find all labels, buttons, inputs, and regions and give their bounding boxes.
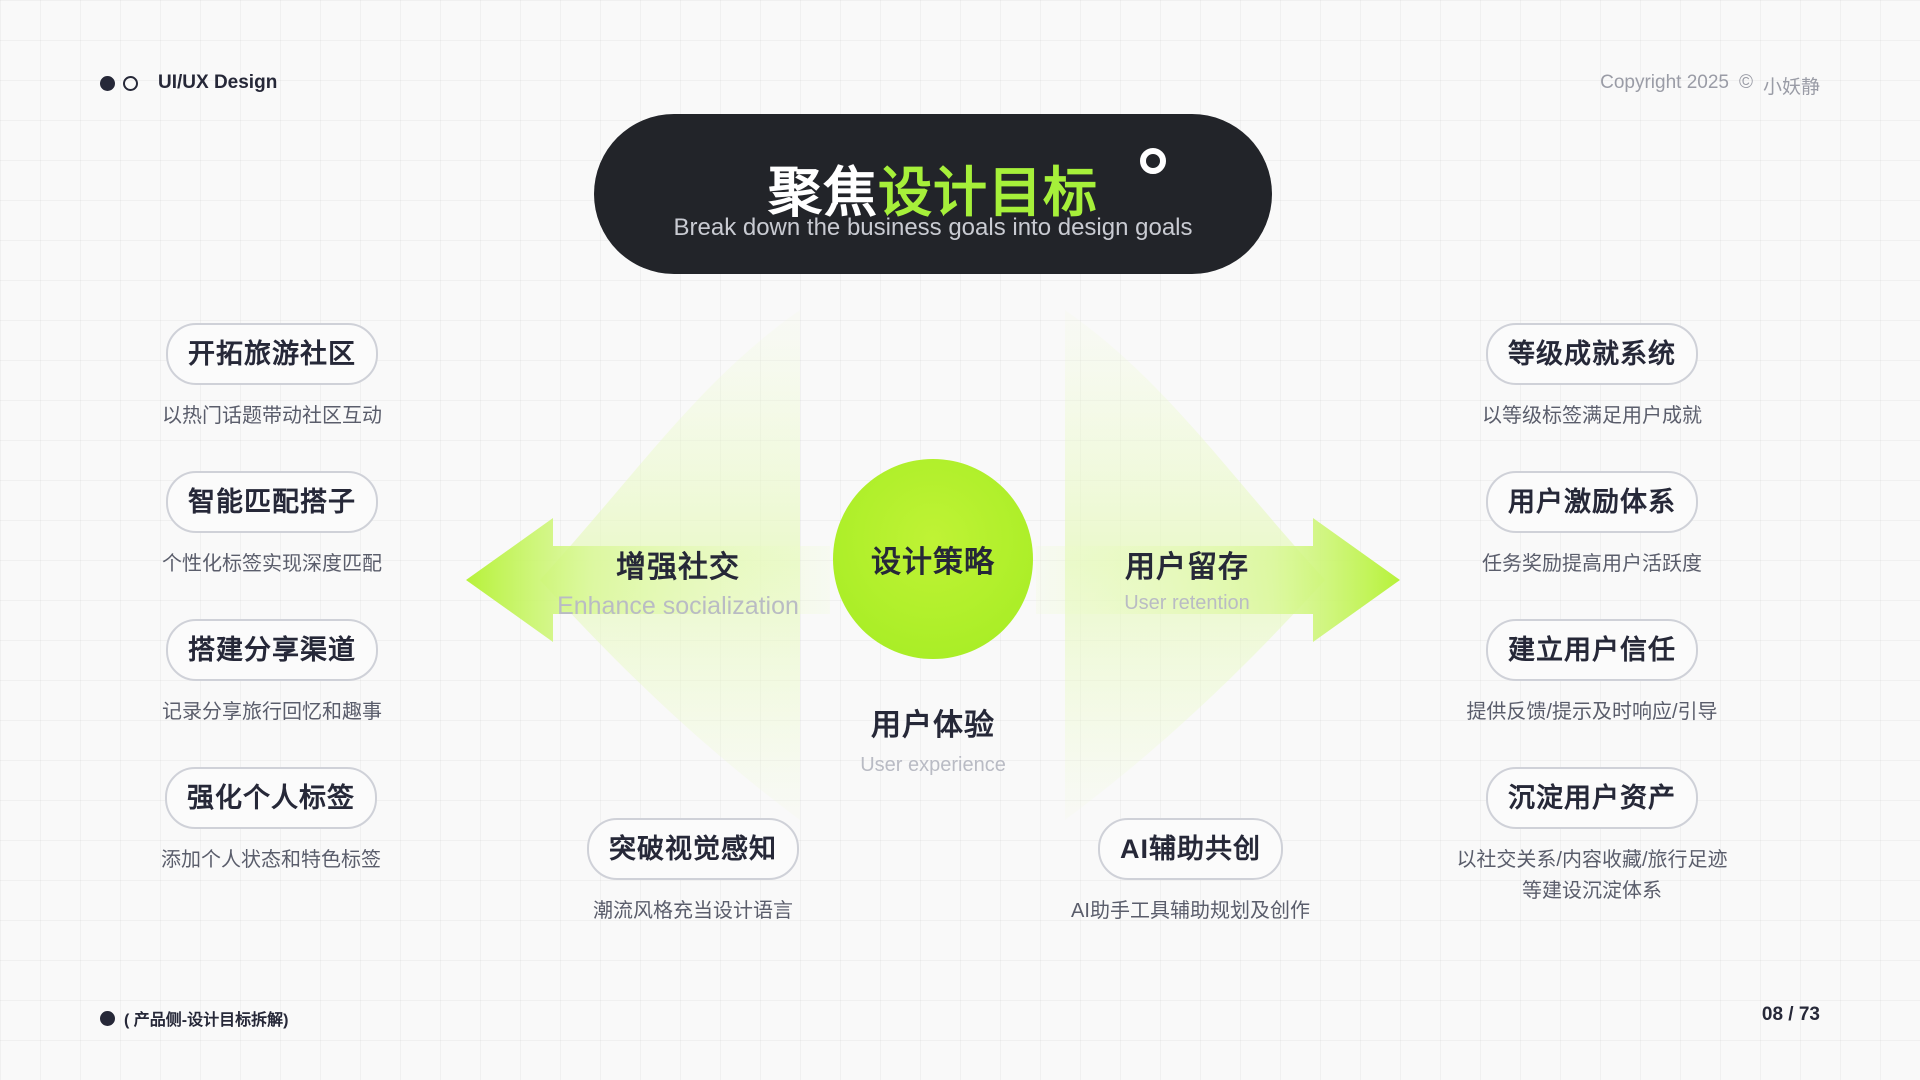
user-retention-label: 用户留存 User retention [1067, 542, 1307, 615]
enhance-social-cn: 增强社交 [616, 551, 740, 584]
item-title-pill: 智能匹配搭子 [166, 471, 378, 533]
right-arrow-shape [1036, 518, 1400, 642]
filled-dot-icon [100, 75, 115, 91]
strategy-arrows-graphic [466, 310, 1400, 820]
page-title: 聚焦设计目标 [594, 148, 1272, 227]
item-title-pill: 开拓旅游社区 [166, 323, 378, 385]
ring-dot-icon [123, 75, 138, 91]
section-label: ( 产品侧-设计目标拆解) [124, 1012, 289, 1029]
page-number: 08 / 73 [1761, 1004, 1820, 1025]
user-experience-en: User experience [860, 754, 1006, 776]
item-desc: AI助手工具辅助规划及创作 [1071, 900, 1310, 922]
degree-ring-icon [1140, 148, 1166, 174]
item-title-pill: AI辅助共创 [1098, 818, 1283, 880]
section-footer: ( 产品侧-设计目标拆解) [100, 1006, 288, 1030]
copyright-text: Copyright 2025 [1600, 72, 1729, 93]
user-retention-en: User retention [1124, 592, 1250, 614]
core-strategy-circle: 设计策略 [833, 459, 1033, 659]
title-white-part: 聚焦 [768, 163, 878, 223]
item-title-pill: 搭建分享渠道 [166, 619, 378, 681]
filled-dot-icon [100, 1010, 115, 1026]
bottom-item: AI辅助共创 AI助手工具辅助规划及创作 [1048, 818, 1333, 927]
right-item: 用户激励体系 任务奖励提高用户活跃度 [1462, 471, 1722, 580]
item-title-pill: 建立用户信任 [1486, 619, 1698, 681]
item-desc: 以社交关系/内容收藏/旅行足迹等建设沉淀体系 [1456, 849, 1728, 902]
left-item: 智能匹配搭子 个性化标签实现深度匹配 [142, 471, 402, 580]
user-experience-cn: 用户体验 [871, 709, 995, 742]
item-desc: 潮流风格充当设计语言 [593, 900, 793, 922]
enhance-social-en: Enhance socialization [557, 592, 799, 620]
item-title-pill: 等级成就系统 [1486, 323, 1698, 385]
left-item: 强化个人标签 添加个人状态和特色标签 [141, 767, 401, 876]
brand-name: UI/UX Design [158, 72, 278, 93]
item-title-pill: 用户激励体系 [1486, 471, 1698, 533]
item-title-pill: 突破视觉感知 [587, 818, 799, 880]
brand: UI/UX Design [100, 72, 277, 94]
user-experience-label: 用户体验 User experience [813, 700, 1053, 777]
bottom-item: 突破视觉感知 潮流风格充当设计语言 [563, 818, 823, 927]
left-item: 搭建分享渠道 记录分享旅行回忆和趣事 [142, 619, 402, 728]
item-desc: 提供反馈/提示及时响应/引导 [1466, 701, 1718, 723]
item-desc: 记录分享旅行回忆和趣事 [162, 701, 382, 723]
left-item: 开拓旅游社区 以热门话题带动社区互动 [142, 323, 402, 432]
author-name: 小妖静 [1762, 77, 1820, 98]
copyright-symbol: © [1738, 72, 1753, 93]
right-item: 沉淀用户资产 以社交关系/内容收藏/旅行足迹等建设沉淀体系 [1452, 767, 1732, 907]
item-desc: 任务奖励提高用户活跃度 [1482, 553, 1702, 575]
right-item: 等级成就系统 以等级标签满足用户成就 [1462, 323, 1722, 432]
page-subtitle: Break down the business goals into desig… [673, 214, 1193, 241]
title-green-part: 设计目标 [878, 163, 1098, 223]
enhance-social-label: 增强社交 Enhance socialization [528, 542, 828, 621]
left-arrow-shape [466, 518, 830, 642]
right-item: 建立用户信任 提供反馈/提示及时响应/引导 [1452, 619, 1732, 728]
item-title-pill: 强化个人标签 [165, 767, 377, 829]
item-desc: 以热门话题带动社区互动 [162, 405, 382, 427]
item-title-pill: 沉淀用户资产 [1486, 767, 1698, 829]
title-banner: 聚焦设计目标 Break down the business goals int… [594, 114, 1272, 274]
item-desc: 个性化标签实现深度匹配 [162, 553, 382, 575]
item-desc: 以等级标签满足用户成就 [1482, 405, 1702, 427]
item-desc: 添加个人状态和特色标签 [161, 849, 381, 871]
copyright: Copyright 2025 © 小妖静 [1600, 72, 1820, 99]
user-retention-cn: 用户留存 [1125, 551, 1249, 584]
